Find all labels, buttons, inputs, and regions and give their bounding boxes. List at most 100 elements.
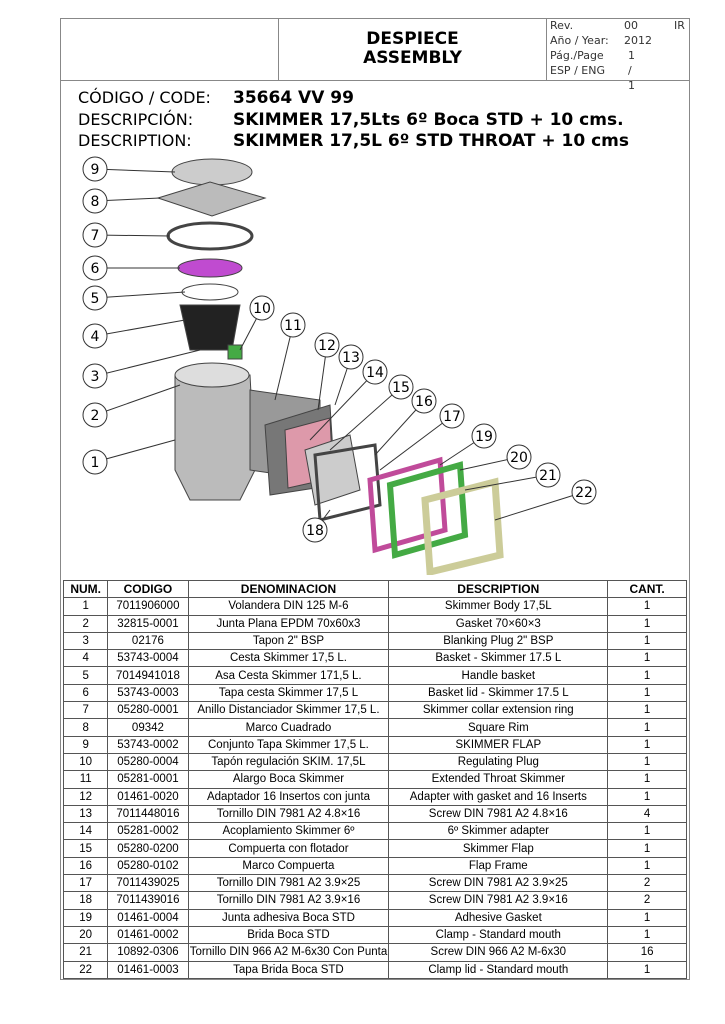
table-cell: 7011439016 bbox=[107, 891, 189, 910]
table-cell: 8 bbox=[62, 718, 109, 737]
column-header: CANT. bbox=[607, 579, 687, 599]
table-cell: 6 bbox=[62, 683, 109, 703]
callout-circle bbox=[82, 188, 108, 214]
callout-circle bbox=[535, 462, 561, 488]
table-cell: 1 bbox=[62, 597, 109, 616]
column-header: DENOMINACION bbox=[187, 579, 390, 599]
table-cell: Alargo Boca Skimmer bbox=[187, 770, 390, 789]
table-cell: Brida Boca STD bbox=[187, 925, 390, 945]
table-cell: 22 bbox=[62, 960, 109, 979]
callout-circle bbox=[82, 449, 108, 475]
leader-line bbox=[464, 474, 549, 491]
table-cell: 1 bbox=[607, 666, 687, 685]
table-cell: 53743-0004 bbox=[107, 649, 189, 668]
leader-line bbox=[309, 371, 376, 441]
table-cell: 1 bbox=[607, 631, 687, 651]
callout-number: 12 bbox=[318, 338, 336, 354]
callout-circle bbox=[82, 255, 108, 281]
callout-number: 8 bbox=[91, 194, 100, 210]
table-cell: Cesta Skimmer 17,5 L. bbox=[187, 649, 390, 668]
table-cell: 1 bbox=[607, 614, 687, 633]
year-value: 2012 bbox=[624, 34, 652, 47]
leader-line bbox=[94, 384, 181, 416]
column-header: CODIGO bbox=[107, 579, 189, 599]
table-cell: Adhesive Gasket bbox=[388, 908, 609, 927]
table-cell: 12 bbox=[62, 787, 109, 806]
table-cell: 1 bbox=[607, 770, 687, 789]
table-cell: 15 bbox=[62, 839, 109, 858]
table-cell: Volandera DIN 125 M-6 bbox=[187, 597, 390, 616]
table-cell: 14 bbox=[62, 822, 109, 841]
table-cell: 53743-0002 bbox=[107, 735, 189, 754]
table-cell: 05280-0004 bbox=[107, 752, 189, 772]
table-cell: 16 bbox=[607, 943, 687, 962]
callout-circle bbox=[302, 517, 328, 543]
table-cell: Skimmer Flap bbox=[388, 839, 609, 858]
table-cell: 4 bbox=[607, 804, 687, 824]
table-cell: 10892-0306 bbox=[107, 943, 189, 962]
callout-circle bbox=[82, 363, 108, 389]
table-cell: Anillo Distanciador Skimmer 17,5 L. bbox=[187, 701, 390, 720]
table-cell: 1 bbox=[607, 683, 687, 703]
leader-line bbox=[94, 168, 176, 173]
table-cell: Tornillo DIN 966 A2 M-6x30 Con Punta bbox=[187, 943, 390, 962]
table-cell: 2 bbox=[607, 874, 687, 893]
table-cell: 1 bbox=[607, 701, 687, 720]
callout-number: 5 bbox=[91, 291, 100, 307]
table-cell: 1 bbox=[607, 822, 687, 841]
callout-circle bbox=[82, 285, 108, 311]
rev-value: 00 bbox=[624, 19, 638, 32]
callout-circle bbox=[362, 359, 388, 385]
table-cell: 16 bbox=[62, 856, 109, 876]
table-cell: 5 bbox=[62, 666, 109, 685]
table-cell: Basket lid - Skimmer 17.5 L bbox=[388, 683, 609, 703]
table-cell: Junta adhesiva Boca STD bbox=[187, 908, 390, 927]
table-cell: Junta Plana EPDM 70x60x3 bbox=[187, 614, 390, 633]
callout-circle bbox=[571, 479, 597, 505]
table-cell: 05280-0001 bbox=[107, 701, 189, 720]
table-cell: 32815-0001 bbox=[107, 614, 189, 633]
callout-circle bbox=[280, 312, 306, 338]
table-cell: Blanking Plug 2" BSP bbox=[388, 631, 609, 651]
table-cell: Acoplamiento Skimmer 6º bbox=[187, 822, 390, 841]
page-value: 1 / 1 bbox=[628, 49, 635, 92]
table-cell: 02176 bbox=[107, 631, 189, 651]
table-cell: Basket - Skimmer 17.5 L bbox=[388, 649, 609, 668]
table-cell: 1 bbox=[607, 925, 687, 945]
leader-line bbox=[94, 349, 201, 377]
rev-label: Rev. bbox=[550, 19, 574, 32]
table-cell: 1 bbox=[607, 856, 687, 876]
callout-number: 7 bbox=[91, 228, 100, 244]
table-cell: Flap Frame bbox=[388, 856, 609, 876]
desc-en-label: DESCRIPTION: bbox=[78, 131, 192, 150]
table-cell: 1 bbox=[607, 787, 687, 806]
table-cell: Tapón regulación SKIM. 17,5L bbox=[187, 752, 390, 772]
table-cell: 20 bbox=[62, 925, 109, 945]
table-cell: Tornillo DIN 7981 A2 3.9×25 bbox=[187, 874, 390, 893]
callout-number: 3 bbox=[91, 369, 100, 385]
leader-line bbox=[379, 415, 453, 471]
table-cell: 05280-0200 bbox=[107, 839, 189, 858]
desc-en-value: SKIMMER 17,5L 6º STD THROAT + 10 cms bbox=[233, 131, 630, 151]
table-cell: 05281-0001 bbox=[107, 770, 189, 789]
page-label: Pág./Page bbox=[550, 49, 604, 62]
table-cell: 7011906000 bbox=[107, 597, 189, 616]
table-cell: Tapa cesta Skimmer 17,5 L bbox=[187, 683, 390, 703]
table-cell: 05280-0102 bbox=[107, 856, 189, 876]
title-es: DESPIECE bbox=[366, 29, 459, 49]
